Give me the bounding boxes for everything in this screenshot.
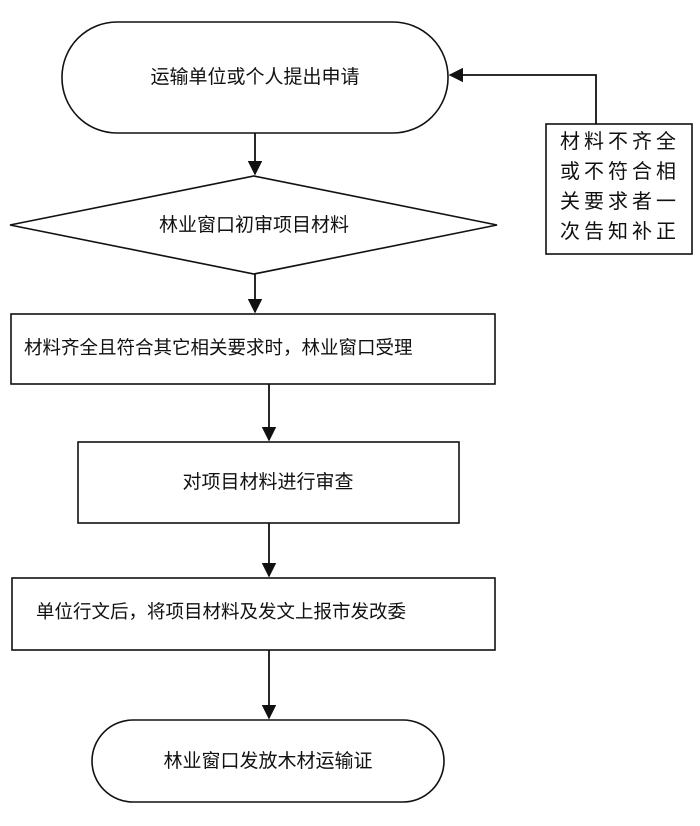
accept-label: 材料齐全且符合其它相关要求时，林业窗口受理 (24, 338, 413, 359)
start-label: 运输单位或个人提出申请 (150, 66, 360, 88)
review-decision-shape (9, 175, 498, 275)
feedback-note-shape (545, 123, 693, 255)
end-terminal-shape (91, 719, 445, 803)
examine-label: 对项目材料进行审查 (182, 471, 354, 493)
accept-process-shape (10, 313, 496, 385)
submit-process-shape (11, 577, 496, 651)
review-label: 林业窗口初审项目材料 (158, 214, 350, 236)
feedback-note-label: 材料不齐全 或不符合相 关要求者一 次告知补正 (560, 129, 680, 243)
submit-label: 单位行文后，将项目材料及发文上报市发改委 (36, 602, 407, 623)
arrow-feedback-to-start (448, 67, 597, 124)
end-label: 林业窗口发放木材运输证 (163, 750, 373, 772)
